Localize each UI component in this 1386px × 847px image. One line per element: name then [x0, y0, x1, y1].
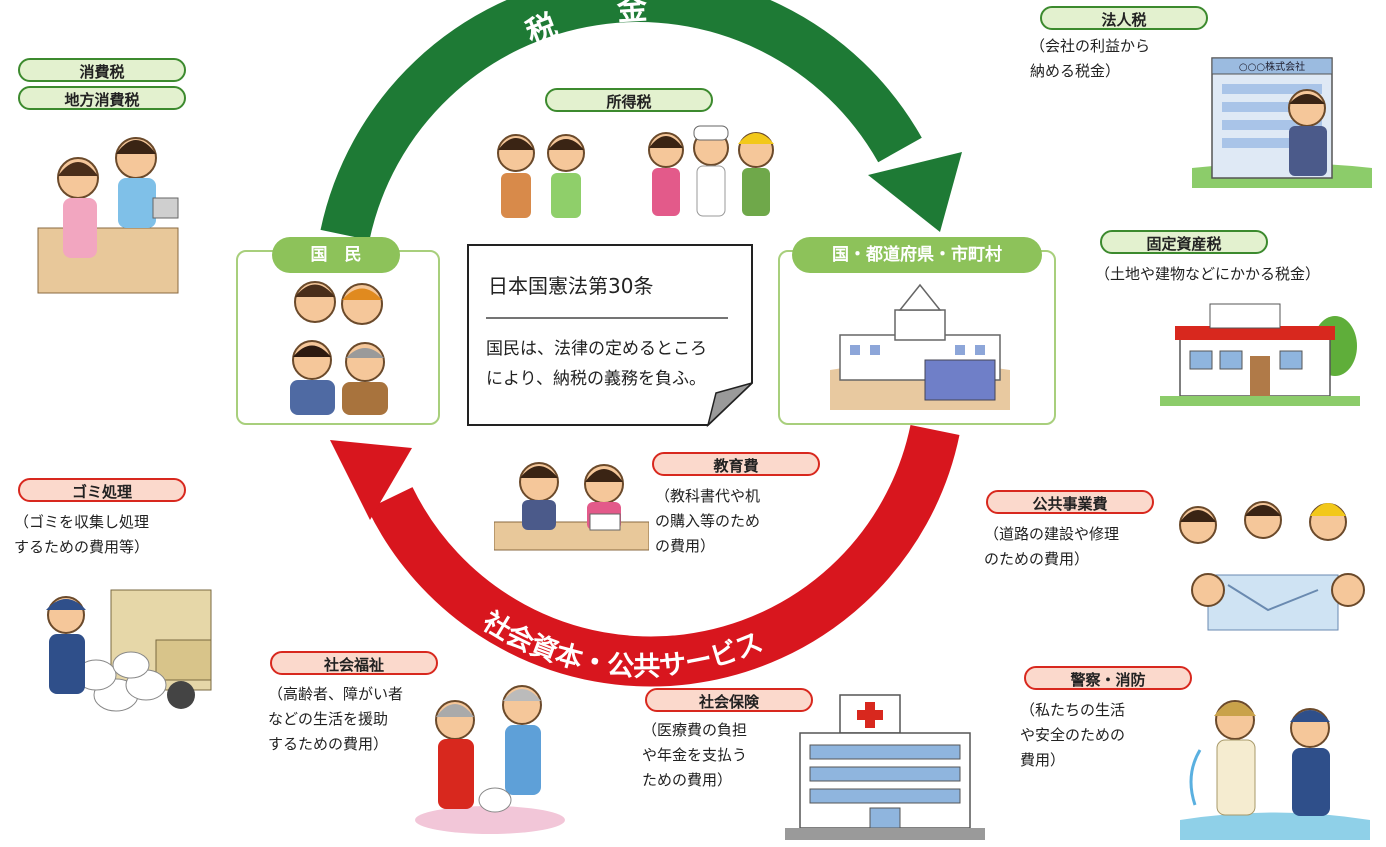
service-arrow-arc	[367, 424, 960, 687]
insurance-label: 社会保険	[645, 688, 813, 712]
property-tax-label: 固定資産税	[1100, 230, 1268, 254]
education-desc: （教科書代や机 の購入等のため の費用）	[655, 487, 761, 555]
people-illustration	[290, 281, 388, 415]
welfare-desc: （高齢者、障がい者 などの生活を援助 するための費用）	[268, 685, 404, 753]
welfare-label: 社会福祉	[270, 651, 438, 675]
tax-arrow-arc	[320, 0, 922, 241]
tax-arrow-head	[868, 152, 962, 232]
garbage-truck-illustration	[46, 589, 212, 712]
elderly-illustration	[415, 685, 565, 834]
corporate-tax-label: 法人税	[1040, 6, 1208, 30]
insurance-desc: （医療費の負担 や年金を支払う ための費用）	[642, 721, 748, 789]
public-works-label: 公共事業費	[986, 490, 1154, 514]
consumption-tax-label: 消費税	[18, 58, 186, 82]
workers-illustration	[497, 125, 774, 218]
constitution-note-shape	[467, 244, 753, 428]
diet-building-illustration	[830, 283, 1010, 410]
people-label: 国 民	[272, 237, 400, 273]
service-arrow-head	[330, 440, 412, 520]
education-label: 教育費	[652, 452, 820, 476]
property-tax-desc: （土地や建物などにかかる税金）	[1095, 265, 1321, 283]
shopping-illustration	[37, 137, 179, 294]
company-building-illustration: ○○○株式会社	[1192, 57, 1372, 188]
constitution-text: 国民は、法律の定めるところ により、納税の義務を負ふ。	[486, 339, 707, 389]
income-tax-label: 所得税	[545, 88, 713, 112]
public-works-desc: （道路の建設や修理 のための費用）	[984, 525, 1120, 568]
garbage-label: ゴミ処理	[18, 478, 186, 502]
government-label: 国・都道府県・市町村	[792, 237, 1042, 273]
police-fire-label: 警察・消防	[1024, 666, 1192, 690]
hospital-illustration	[785, 694, 985, 840]
police-fire-illustration	[1180, 700, 1370, 840]
house-illustration	[1160, 303, 1360, 406]
corporate-tax-desc: （会社の利益から 納める税金）	[1030, 37, 1151, 80]
police-fire-desc: （私たちの生活 や安全のための 費用）	[1020, 701, 1126, 769]
students-illustration	[494, 462, 649, 551]
planning-meeting-illustration	[1179, 501, 1365, 631]
constitution-title: 日本国憲法第30条	[488, 274, 654, 298]
garbage-desc: （ゴミを収集し処理 するための費用等）	[14, 513, 150, 556]
local-consumption-tax-label: 地方消費税	[18, 86, 186, 110]
company-sign: ○○○株式会社	[1239, 60, 1305, 73]
